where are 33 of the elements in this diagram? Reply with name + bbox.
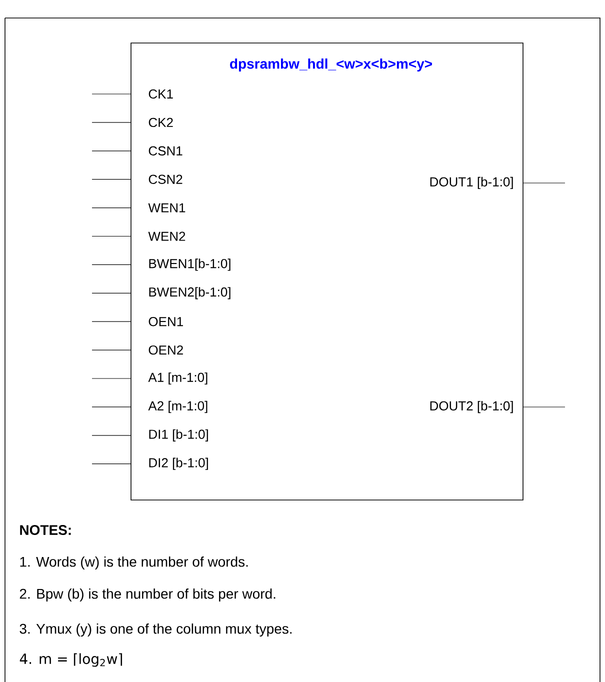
pin-label: OEN1	[148, 317, 183, 326]
pin-label: BWEN1[b-1:0]	[149, 258, 230, 271]
pin-label: DI2 [b-1:0]	[149, 458, 208, 470]
pin-label: DI1 [b-1:0]	[149, 429, 208, 442]
pin-label: DOUT2 [b-1:0]	[430, 400, 513, 414]
pin-line	[92, 292, 132, 294]
pin-line	[92, 236, 132, 237]
pin-label: BWEN2[b-1:0]	[149, 287, 230, 300]
pin-label: WEN2	[148, 232, 186, 241]
pin-label: OEN2	[148, 345, 183, 355]
note-text: 1. Words (w) is the number of words.	[20, 556, 248, 570]
note-text: 4. m = ⌈log$_{2}$w⌉	[20, 653, 122, 667]
note-text: 3. Ymux (y) is one of the column mux types.	[20, 623, 292, 637]
pin-line	[522, 182, 566, 184]
pin-label: CSN2	[148, 174, 182, 184]
pin-line	[92, 150, 132, 152]
pin-label: DOUT1 [b-1:0]	[430, 176, 513, 190]
pin-line	[92, 378, 132, 379]
pin-line	[92, 122, 132, 123]
pin-label: A2 [m-1:0]	[148, 400, 208, 414]
pin-line	[92, 264, 132, 265]
pin-line	[92, 321, 132, 322]
notes-heading: NOTES:	[20, 525, 71, 535]
pin-label: CK2	[148, 118, 173, 128]
pin-label: CK1	[148, 89, 173, 99]
pin-line	[522, 406, 566, 408]
pin-line	[92, 435, 132, 436]
note-text: 2. Bpw (b) is the number of bits per word.	[20, 588, 276, 602]
pin-label: A1 [m-1:0]	[148, 372, 208, 385]
pin-line	[92, 406, 132, 408]
pin-line	[92, 179, 132, 180]
pin-label: CSN1	[148, 146, 182, 156]
pin-label: WEN1	[148, 203, 186, 212]
